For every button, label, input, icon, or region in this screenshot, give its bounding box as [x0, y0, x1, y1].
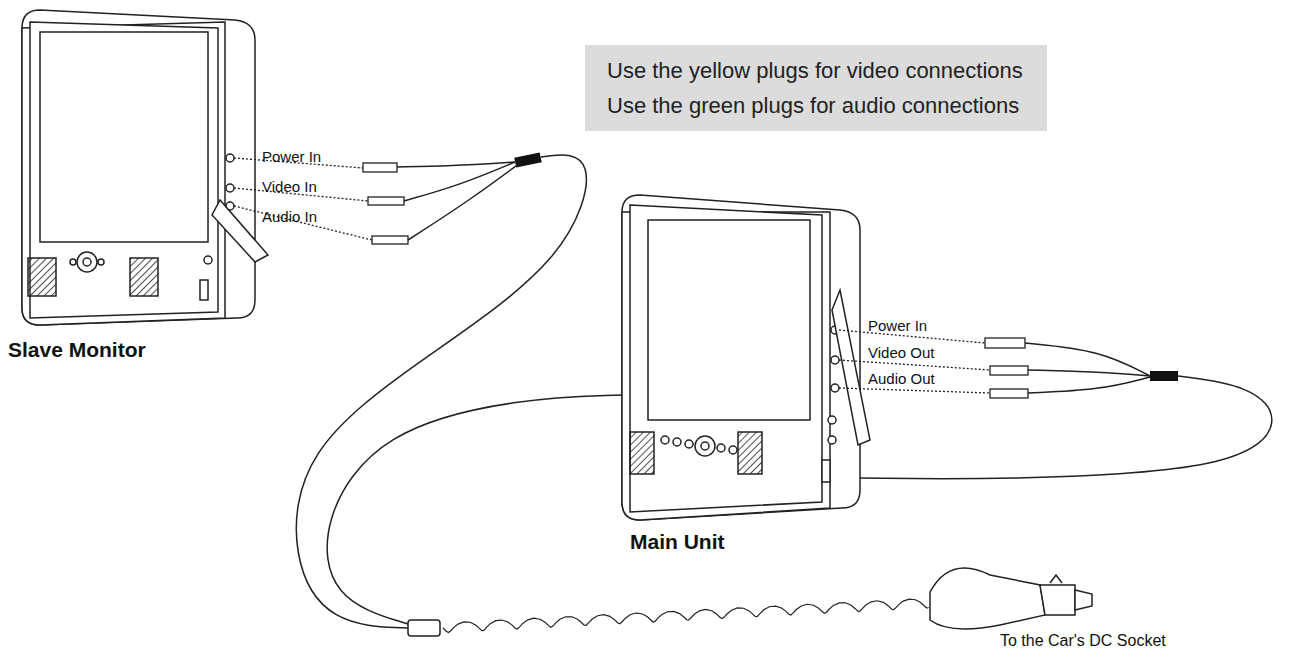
cable — [404, 162, 515, 201]
main-unit — [622, 195, 870, 520]
leader-line — [234, 158, 990, 393]
cable — [296, 155, 586, 628]
jack-label: Audio In — [262, 209, 317, 226]
jack-label: Power In — [262, 149, 321, 166]
cable-junction — [408, 620, 440, 636]
note-text: Use the yellow plugs for video connectio… — [607, 53, 1025, 88]
note-text: Use the green plugs for audio connection… — [607, 88, 1025, 123]
cable-splitter — [514, 152, 542, 167]
cable-splitter — [1150, 371, 1178, 381]
cable — [1028, 377, 1150, 393]
cable — [1028, 370, 1150, 376]
cable — [397, 162, 515, 167]
slave-monitor — [22, 10, 268, 325]
coiled-cord — [443, 599, 929, 632]
jack-label: Audio Out — [868, 371, 935, 388]
cable — [1025, 343, 1150, 376]
cable-label: To the Car's DC Socket — [1000, 632, 1166, 650]
device-name: Slave Monitor — [8, 338, 146, 361]
jack-label: Video Out — [868, 345, 934, 362]
cable — [408, 163, 520, 240]
jack-label: Video In — [262, 179, 317, 196]
cable — [860, 376, 1272, 479]
device-name: Main Unit — [630, 530, 725, 553]
car-plug — [930, 568, 1092, 629]
note-box: Use the yellow plugs for video connectio… — [585, 45, 1047, 131]
jack-label: Power In — [868, 318, 927, 335]
cable — [327, 395, 622, 624]
plugs — [363, 163, 1028, 398]
